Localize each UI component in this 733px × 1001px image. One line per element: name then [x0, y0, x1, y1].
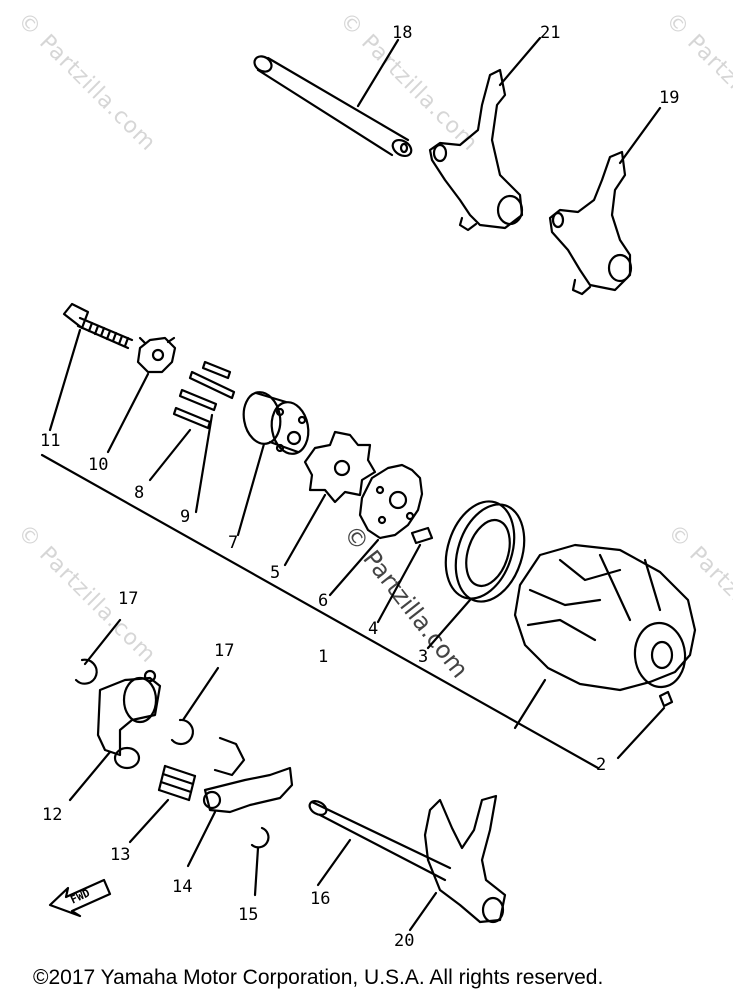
callout-11: 11 [40, 431, 60, 451]
stopper-plate-6 [328, 463, 424, 597]
callout-4: 4 [368, 619, 378, 639]
shift-shaft-16 [308, 800, 452, 887]
callout-19: 19 [659, 88, 679, 108]
shift-drum-1 [513, 543, 697, 760]
callout-5: 5 [270, 563, 280, 583]
callout-17b: 17 [214, 641, 234, 661]
shift-arm-14 [186, 736, 294, 868]
callout-18: 18 [392, 23, 412, 43]
fwd-arrow-icon [48, 878, 112, 918]
callout-15: 15 [238, 905, 258, 925]
shift-fork-21 [428, 36, 542, 232]
callout-20: 20 [394, 931, 414, 951]
shift-fork-20 [408, 794, 507, 932]
star-plate-5 [283, 430, 377, 567]
callout-21: 21 [540, 23, 560, 43]
callout-7: 7 [228, 533, 238, 553]
shift-fork-19 [548, 106, 662, 296]
callout-9: 9 [180, 507, 190, 527]
callout-10: 10 [88, 455, 108, 475]
bolt-11 [48, 302, 134, 432]
callout-13: 13 [110, 845, 130, 865]
callout-14: 14 [172, 877, 192, 897]
pin-4 [376, 526, 434, 624]
spring-13 [128, 764, 197, 844]
copyright-notice: ©2017 Yamaha Motor Corporation, U.S.A. A… [33, 966, 604, 989]
circlip-17b [170, 666, 220, 745]
bearing-3 [426, 500, 526, 650]
callout-6: 6 [318, 591, 328, 611]
pins-8 [148, 388, 218, 482]
segment-10 [106, 336, 177, 454]
exploded-view: 18 21 19 11 10 8 9 7 5 6 4 1 3 2 17 17 1… [40, 23, 697, 951]
lever-12 [68, 669, 162, 802]
assembly-axis [40, 453, 600, 770]
callout-16: 16 [310, 889, 330, 909]
segment-7 [236, 391, 310, 537]
callout-17a: 17 [118, 589, 138, 609]
circlip-17a [74, 618, 122, 685]
callout-3: 3 [418, 647, 428, 667]
callout-12: 12 [42, 805, 62, 825]
callout-8: 8 [134, 483, 144, 503]
callout-2: 2 [596, 755, 606, 775]
pins-9 [188, 360, 236, 514]
shaft-18 [253, 38, 413, 158]
circlip-15 [250, 826, 270, 897]
callout-1: 1 [318, 647, 328, 667]
